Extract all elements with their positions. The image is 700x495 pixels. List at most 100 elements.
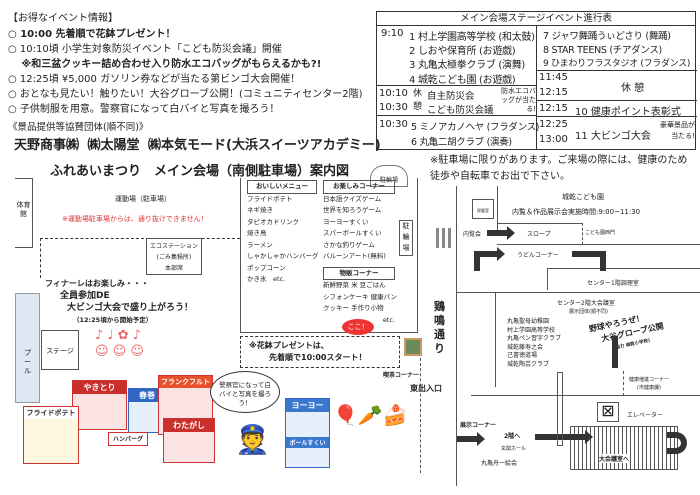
- finale-text: フィナーレはお楽しみ・・・ 全員参加DE 大ビンゴ大会で盛り上がろう！ （12:…: [45, 278, 193, 326]
- here-bubble: ここ！: [342, 319, 374, 335]
- flower-line: ※花鉢プレゼントは、: [249, 341, 329, 350]
- sales-item: クッキー 手作り小物: [323, 304, 384, 312]
- stall-wataame: わたがし: [164, 419, 214, 432]
- finale-line: 大ビンゴ大会で盛り上がろう！: [67, 303, 194, 313]
- hall-2f: センター2階大会議室: [557, 300, 615, 307]
- police-motorcycle-icon: 👮: [235, 423, 270, 456]
- udon-corner: うどんコーナー: [517, 252, 560, 259]
- sales-item: 新鮮野菜 米 豆ごはん: [323, 281, 386, 289]
- group: 村上学園高等学校: [507, 326, 556, 334]
- menu-item: かき氷 etc.: [247, 275, 286, 283]
- break-label: 休憩: [413, 89, 423, 112]
- sales-item: シフォンケーキ 健康パン: [323, 292, 397, 301]
- stall-hamburg: ハンバーグ: [109, 433, 147, 444]
- schedule-block: 10:10 10:30 休憩 自主防災会 こども防災会議 防水エコバッグが当たる…: [377, 86, 536, 116]
- vegetables-balloon-illustration-icon: 🎈🥕🍰: [333, 403, 408, 427]
- kitchen: センター1階調理室: [587, 280, 639, 287]
- flower-present-note: ※花鉢プレゼントは、先着順で10:00スタート！: [240, 336, 400, 368]
- time: 12:15: [539, 103, 568, 114]
- info-item: ○ 子供制服を用意。警察官になって白バイと写真を撮ろう！: [8, 104, 280, 115]
- children-illustration-icon: ♪ ♩ ✿ ♪☺ ☺ ☺: [95, 328, 144, 359]
- bike-parking-side: 駐輪場: [399, 220, 413, 256]
- performance: 10 健康ポイント表彰式: [575, 107, 681, 118]
- info-item: ○ 10:10頃 小学生対象防災イベント「こども防災会議」開催: [8, 44, 282, 55]
- performance: 3 丸亀太極拳クラブ (演舞): [409, 60, 526, 71]
- stall-yakitori: やきとり: [73, 381, 126, 394]
- police-bubble: 警察官になって白バイと写真を撮ろう！: [210, 371, 280, 413]
- fun-title: お楽しみコーナー: [323, 180, 395, 194]
- schedule-block: 7 ジャワ舞踊うぃどさり (舞踊) 8 STAR TEENS (チアダンス) 9…: [537, 26, 697, 71]
- badge: 豪華景品が当たる!: [660, 121, 695, 140]
- cafe-corner: 喫茶コーナー: [383, 372, 420, 379]
- parking-notice: ※駐車場に限りがあります。ご来場の際には、健康のため徒歩や自転車でお出で下さい。: [430, 155, 688, 182]
- time: 10:10: [379, 88, 408, 99]
- stage-schedule-table: メイン会場ステージイベント進行表 9:10 1 村上学園高等学校 (和太鼓) 2…: [376, 11, 697, 150]
- performance: 11 大ビンゴ大会: [575, 131, 651, 142]
- health-line: 健康増進コーナー: [629, 377, 670, 383]
- pool: プール: [15, 293, 40, 403]
- staff-room: 保健室: [472, 199, 494, 219]
- fun-item: さかな釣りゲーム: [323, 240, 375, 249]
- stall-ball-scoop: ボールすくい: [286, 437, 329, 448]
- info-item: ○ おとなも見たい！触りたい！大谷グローブ公開！(コミュニティセンター2階): [8, 89, 363, 100]
- performance: 2 しおや保育所 (お遊戯): [409, 46, 516, 57]
- group: 城乾藤寿之会: [507, 343, 544, 351]
- groups-label: 展示団体(順不同): [569, 309, 608, 315]
- east-exit: 東出入口: [410, 384, 442, 393]
- performance: こども防災会議: [427, 105, 494, 116]
- fun-item: 日本語クイズゲーム: [323, 194, 382, 203]
- fun-item: バルーンアート(無料): [323, 252, 386, 260]
- to-2f: 2階へ: [504, 433, 521, 440]
- eco-station: エコステーション(ごみ集積所)本部席: [146, 238, 202, 275]
- menu-item: ポップコーン: [247, 263, 286, 272]
- break-label: 休 憩: [621, 83, 645, 94]
- info-item: ※和三盆クッキー詰め合わせ入り防水エコバッグがもらえるかも?!: [8, 59, 322, 70]
- time: 12:25: [539, 119, 568, 130]
- performance: 1 村上学園高等学校 (和太鼓): [409, 32, 535, 43]
- stall-harumaki: 春巻: [129, 389, 165, 402]
- group: 丸亀ペン習字クラブ: [507, 335, 562, 342]
- stall-frankfurt: フランクフルト: [159, 376, 212, 388]
- finale-line: （12:25頃から開始予定）: [73, 316, 153, 324]
- map-title: ふれあいまつり メイン会場（南側駐車場）案内図: [50, 164, 350, 179]
- sponsors: 天野商事㈱ ㈱太陽堂 ㈱本気モード(大浜スイーツアカデミー): [14, 138, 381, 153]
- calligraphy-group: 丸亀舟一絵会: [481, 460, 518, 467]
- time: 12:15: [539, 87, 568, 98]
- info-item: ○ 10:00 先着順で花鉢プレゼント！: [8, 29, 176, 40]
- u-turn-arrow-icon: [667, 432, 687, 454]
- etc: etc.: [382, 315, 395, 324]
- food-menu: おいしいメニュー フライドポテトネギ焼きタピオカドリンク焼き鳥ラーメンしゃかしゃ…: [247, 180, 321, 286]
- performance: 8 STAR TEENS (チアダンス): [543, 45, 662, 56]
- stall-yoyo: ヨーヨー: [286, 399, 329, 412]
- schedule-block: 9:10 1 村上学園高等学校 (和太鼓) 2 しおや保育所 (お遊戯) 3 丸…: [377, 26, 536, 86]
- schedule-block: 12:25 13:00 11 大ビンゴ大会 豪華景品が当たる!: [537, 117, 697, 150]
- finale-line: 全員参加DE: [60, 291, 110, 301]
- west-gate: こども園西門: [585, 230, 616, 236]
- crosswalk-icon: [436, 228, 439, 248]
- up-arrow-icon: [612, 336, 618, 368]
- menu-item: ラーメン: [247, 240, 273, 249]
- cafe-sign-icon: [404, 338, 422, 356]
- sales-title: 物販コーナー: [323, 266, 395, 280]
- elevator-label: エレベーター: [627, 412, 664, 419]
- finale-line: フィナーレはお楽しみ・・・: [45, 279, 149, 288]
- kindergarten: 城乾こども園: [562, 193, 604, 201]
- slope-label: スロープ: [527, 231, 551, 238]
- gym: 体育館: [15, 178, 33, 248]
- fun-item: 世界を知ろうゲーム: [323, 206, 382, 214]
- time: 9:10: [381, 28, 404, 39]
- sponsors-label: 《景品提供等協賛団体(順不同)》: [8, 122, 149, 133]
- menu-item: タピオカドリンク: [247, 217, 299, 226]
- group: 己書徳道場: [507, 352, 538, 359]
- time: 13:00: [539, 134, 568, 145]
- schedule-title: メイン会場ステージイベント進行表: [377, 12, 695, 26]
- menu-item: フライドポテト: [247, 194, 293, 203]
- menu-item: ネギ焼き: [247, 206, 273, 214]
- time: 10:30: [379, 119, 408, 130]
- performance: 5 ミノアカノヘヤ (フラダンス): [411, 122, 540, 133]
- performance: 6 丸亀二胡クラブ (演奏): [411, 137, 512, 148]
- menu-item: 焼き鳥: [247, 229, 267, 237]
- exhibit-corner: 展示コーナー: [460, 422, 497, 429]
- main-venue-map: 体育館 プール 運動場（駐車場） ※運動場駐車場からは、通り抜けできません！ エ…: [15, 165, 442, 480]
- menu-title: おいしいメニュー: [247, 180, 317, 194]
